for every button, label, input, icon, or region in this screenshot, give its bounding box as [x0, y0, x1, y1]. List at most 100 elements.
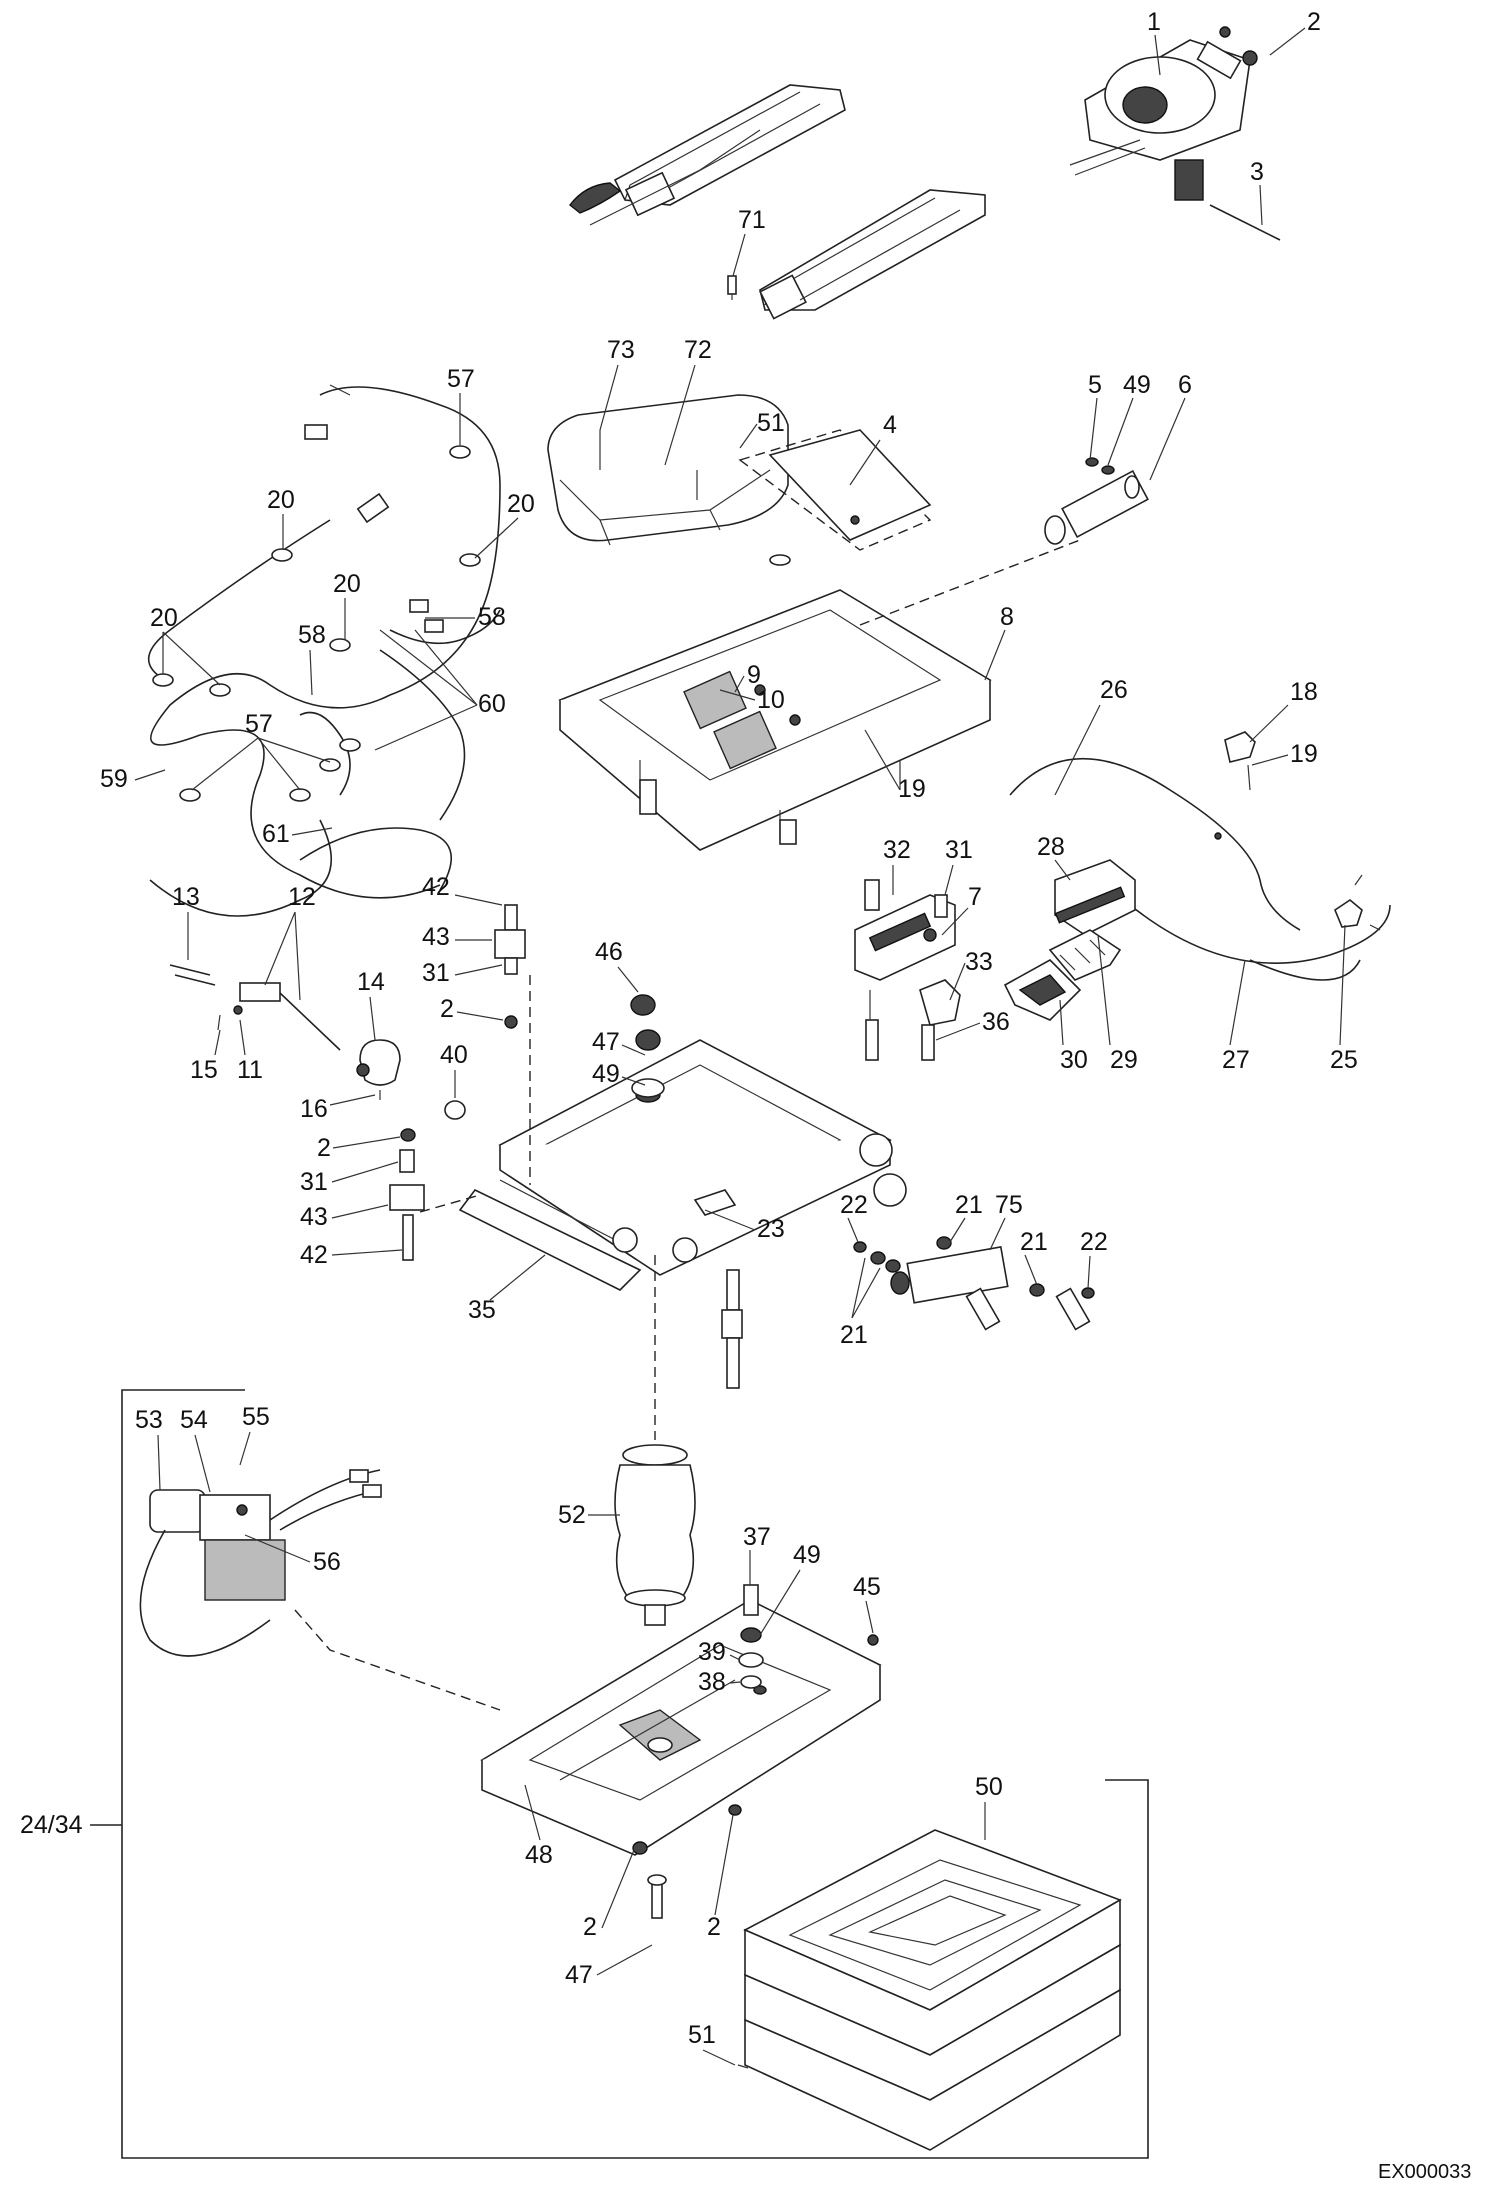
callout-43: 43 — [422, 923, 450, 951]
seat-pan-frame — [558, 589, 992, 851]
callout-31: 31 — [422, 959, 450, 987]
callout-75: 75 — [995, 1191, 1023, 1219]
callout-25: 25 — [1330, 1046, 1358, 1074]
base-fasteners — [632, 1804, 742, 1919]
callout-14: 14 — [357, 968, 385, 996]
bumpers-46 — [630, 994, 661, 1051]
callout-16: 16 — [300, 1095, 328, 1123]
callout-61: 61 — [262, 820, 290, 848]
callout-56: 56 — [313, 1548, 341, 1576]
callout-21: 21 — [1020, 1228, 1048, 1256]
callout-10: 10 — [757, 686, 785, 714]
callout-8: 8 — [1000, 603, 1014, 631]
callout-47: 47 — [565, 1961, 593, 1989]
callout-29: 29 — [1110, 1046, 1138, 1074]
screw-71 — [727, 275, 737, 300]
callout-54: 54 — [180, 1406, 208, 1434]
clip-18 — [1224, 731, 1256, 791]
callout-2: 2 — [1307, 8, 1321, 36]
callout-51: 51 — [757, 409, 785, 437]
callout-11: 11 — [237, 1056, 263, 1084]
pin-vertical — [721, 1269, 743, 1389]
callout-21: 21 — [955, 1191, 983, 1219]
callout-19: 19 — [1290, 740, 1318, 768]
pedal-assembly — [1003, 859, 1136, 1021]
callout-55: 55 — [242, 1403, 270, 1431]
callout-53: 53 — [135, 1406, 163, 1434]
callout-71: 71 — [738, 206, 766, 234]
callout-73: 73 — [607, 336, 635, 364]
callout-58: 58 — [478, 603, 506, 631]
callout-50: 50 — [975, 1773, 1003, 1801]
callout-7: 7 — [968, 883, 982, 911]
callout-6: 6 — [1178, 371, 1192, 399]
callout-2: 2 — [440, 995, 454, 1023]
pin-stack-lower — [389, 1128, 425, 1261]
callout-33: 33 — [965, 948, 993, 976]
callout-2: 2 — [707, 1913, 721, 1941]
callout-30: 30 — [1060, 1046, 1088, 1074]
callouts: 1 2 3 71 57 20 20 20 20 58 58 60 59 57 6… — [20, 8, 1358, 2066]
cable-end-25 — [1334, 874, 1381, 931]
callout-9: 9 — [747, 661, 761, 689]
callout-38: 38 — [698, 1668, 726, 1696]
callout-51: 51 — [688, 2021, 716, 2049]
callout-22: 22 — [1080, 1228, 1108, 1256]
callout-18: 18 — [1290, 678, 1318, 706]
callout-42: 42 — [422, 873, 450, 901]
callout-15: 15 — [190, 1056, 218, 1084]
callout-57: 57 — [447, 365, 475, 393]
height-lever-assembly — [854, 879, 961, 1061]
callout-52: 52 — [558, 1501, 586, 1529]
callout-28: 28 — [1037, 833, 1065, 861]
callout-37: 37 — [743, 1523, 771, 1551]
pin-stack-upper — [494, 904, 526, 1029]
callout-47: 47 — [592, 1028, 620, 1056]
callout-21: 21 — [840, 1321, 868, 1349]
callout-12: 12 — [288, 883, 316, 911]
pivot-stack — [738, 1584, 764, 1689]
screw-45 — [867, 1634, 879, 1646]
callout-13: 13 — [172, 883, 200, 911]
callout-42: 42 — [300, 1241, 328, 1269]
callout-60: 60 — [478, 690, 506, 718]
callout-48: 48 — [525, 1841, 553, 1869]
drawing-code: EX000033 — [1378, 2161, 1471, 2183]
callout-1: 1 — [1147, 8, 1161, 36]
callout-31: 31 — [945, 836, 973, 864]
wiring-harness — [147, 384, 501, 917]
callout-19: 19 — [898, 775, 926, 803]
suspension-scissor — [458, 1039, 907, 1291]
callout-49: 49 — [1123, 371, 1151, 399]
callout-4: 4 — [883, 411, 897, 439]
callout-32: 32 — [883, 836, 911, 864]
callout-22: 22 — [840, 1191, 868, 1219]
callout-59: 59 — [100, 765, 128, 793]
slide-rails — [569, 84, 986, 320]
callout-40: 40 — [440, 1041, 468, 1069]
callout-43: 43 — [300, 1203, 328, 1231]
seat-cushion — [547, 394, 789, 546]
cylinder-6 — [1044, 457, 1149, 545]
callout-20: 20 — [507, 490, 535, 518]
callout-58: 58 — [298, 621, 326, 649]
callout-49: 49 — [793, 1541, 821, 1569]
callout-20: 20 — [267, 486, 295, 514]
callout-26: 26 — [1100, 676, 1128, 704]
callout-5: 5 — [1088, 371, 1102, 399]
callout-39: 39 — [698, 1638, 726, 1666]
switch-assembly — [169, 964, 401, 1100]
callout-72: 72 — [684, 336, 712, 364]
callout-35: 35 — [468, 1296, 496, 1324]
callout-20: 20 — [333, 570, 361, 598]
callout-27: 27 — [1222, 1046, 1250, 1074]
callout-36: 36 — [982, 1008, 1010, 1036]
air-spring — [614, 1444, 696, 1626]
callout-2: 2 — [583, 1913, 597, 1941]
control-module — [1069, 26, 1281, 241]
bushing-40 — [444, 1100, 466, 1120]
base-plate — [480, 1599, 882, 1856]
release-cable — [1009, 757, 1391, 981]
callout-45: 45 — [853, 1573, 881, 1601]
